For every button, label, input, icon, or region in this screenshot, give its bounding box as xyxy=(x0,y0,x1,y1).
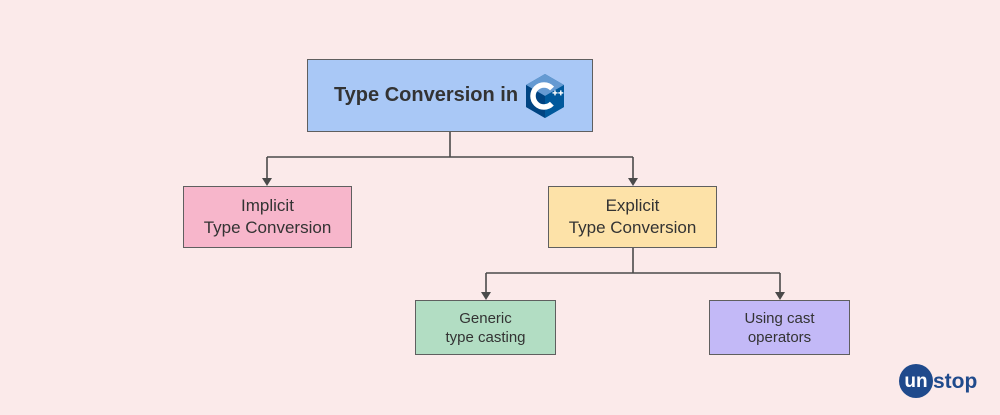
node-cast-line-1: Using cast xyxy=(744,309,815,327)
node-implicit-line-1: Implicit xyxy=(241,196,294,215)
node-explicit-line-1: Explicit xyxy=(605,196,660,215)
arrowhead-implicit xyxy=(262,178,272,186)
arrowhead-generic xyxy=(481,292,491,300)
arrowhead-explicit xyxy=(628,178,638,186)
arrowhead-cast xyxy=(775,292,785,300)
root-node-type-conversion: Type Conversion in xyxy=(307,59,593,132)
root-node-label: Type Conversion in xyxy=(333,84,519,106)
node-generic-line-1: Generic xyxy=(459,309,512,327)
unstop-logo-text: stop xyxy=(933,370,977,393)
cplusplus-logo-icon xyxy=(526,73,565,118)
node-generic-line-2: type casting xyxy=(445,328,526,346)
node-explicit-type-conversion: Explicit Type Conversion xyxy=(548,186,717,248)
svg-text:un: un xyxy=(904,371,927,392)
unstop-logo-icon: un stop xyxy=(899,364,977,398)
node-explicit-line-2: Type Conversion xyxy=(568,218,697,237)
unstop-logo: un stop xyxy=(898,363,984,399)
node-using-cast-operators: Using cast operators xyxy=(709,300,850,355)
node-cast-line-2: operators xyxy=(747,328,812,346)
node-implicit-type-conversion: Implicit Type Conversion xyxy=(183,186,352,248)
node-generic-type-casting: Generic type casting xyxy=(415,300,556,355)
node-implicit-line-2: Type Conversion xyxy=(203,218,332,237)
